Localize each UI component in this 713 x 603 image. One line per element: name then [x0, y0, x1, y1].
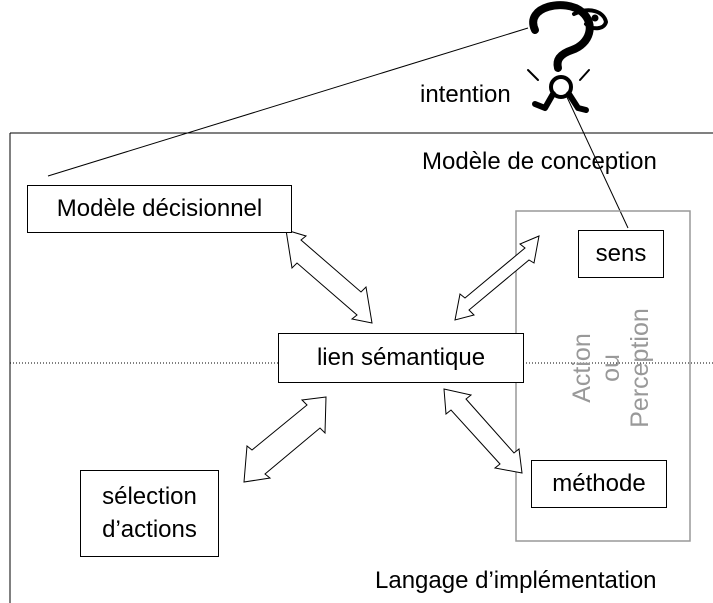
sens-box: sens [578, 230, 664, 278]
method-box: méthode [531, 460, 667, 508]
double-arrow-lien-methode [443, 388, 523, 474]
double-arrow-lien-sens [454, 235, 540, 321]
question-mark-character-icon [527, 1, 608, 113]
intention-line-to-decisionnel [47, 27, 529, 177]
conception-model-label: Modèle de conception [422, 148, 657, 175]
sens-label: sens [595, 240, 647, 267]
action-selection-line2: d’actions [102, 515, 197, 543]
semantic-link-box: lien sémantique [278, 333, 524, 383]
action-selection-box: sélection d’actions [80, 470, 219, 557]
implementation-language-label: Langage d’implémentation [375, 567, 657, 594]
double-arrow-lien-selection [243, 396, 327, 483]
intention-line-to-sens [565, 94, 629, 229]
method-label: méthode [552, 470, 646, 497]
intention-label: intention [420, 81, 511, 108]
decision-model-label: Modèle décisionnel [56, 195, 263, 222]
semantic-link-label: lien sémantique [316, 344, 486, 371]
decision-model-box: Modèle décisionnel [27, 185, 292, 233]
action-perception-line3: Perception [625, 308, 654, 428]
double-arrow-decisionnel-lien [285, 229, 373, 324]
action-perception-line2: ou [596, 354, 625, 382]
action-perception-line1: Action [567, 333, 596, 403]
action-selection-line1: sélection [102, 483, 197, 511]
